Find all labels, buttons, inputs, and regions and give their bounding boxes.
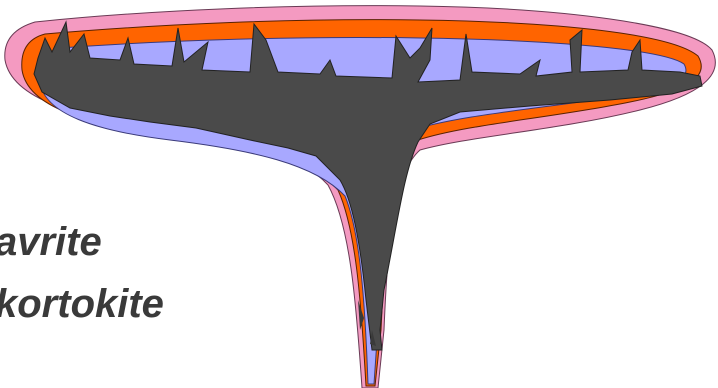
mineral-label-kortokite: kortokite xyxy=(0,284,164,324)
mineral-label-favrite: avrite xyxy=(0,222,102,262)
